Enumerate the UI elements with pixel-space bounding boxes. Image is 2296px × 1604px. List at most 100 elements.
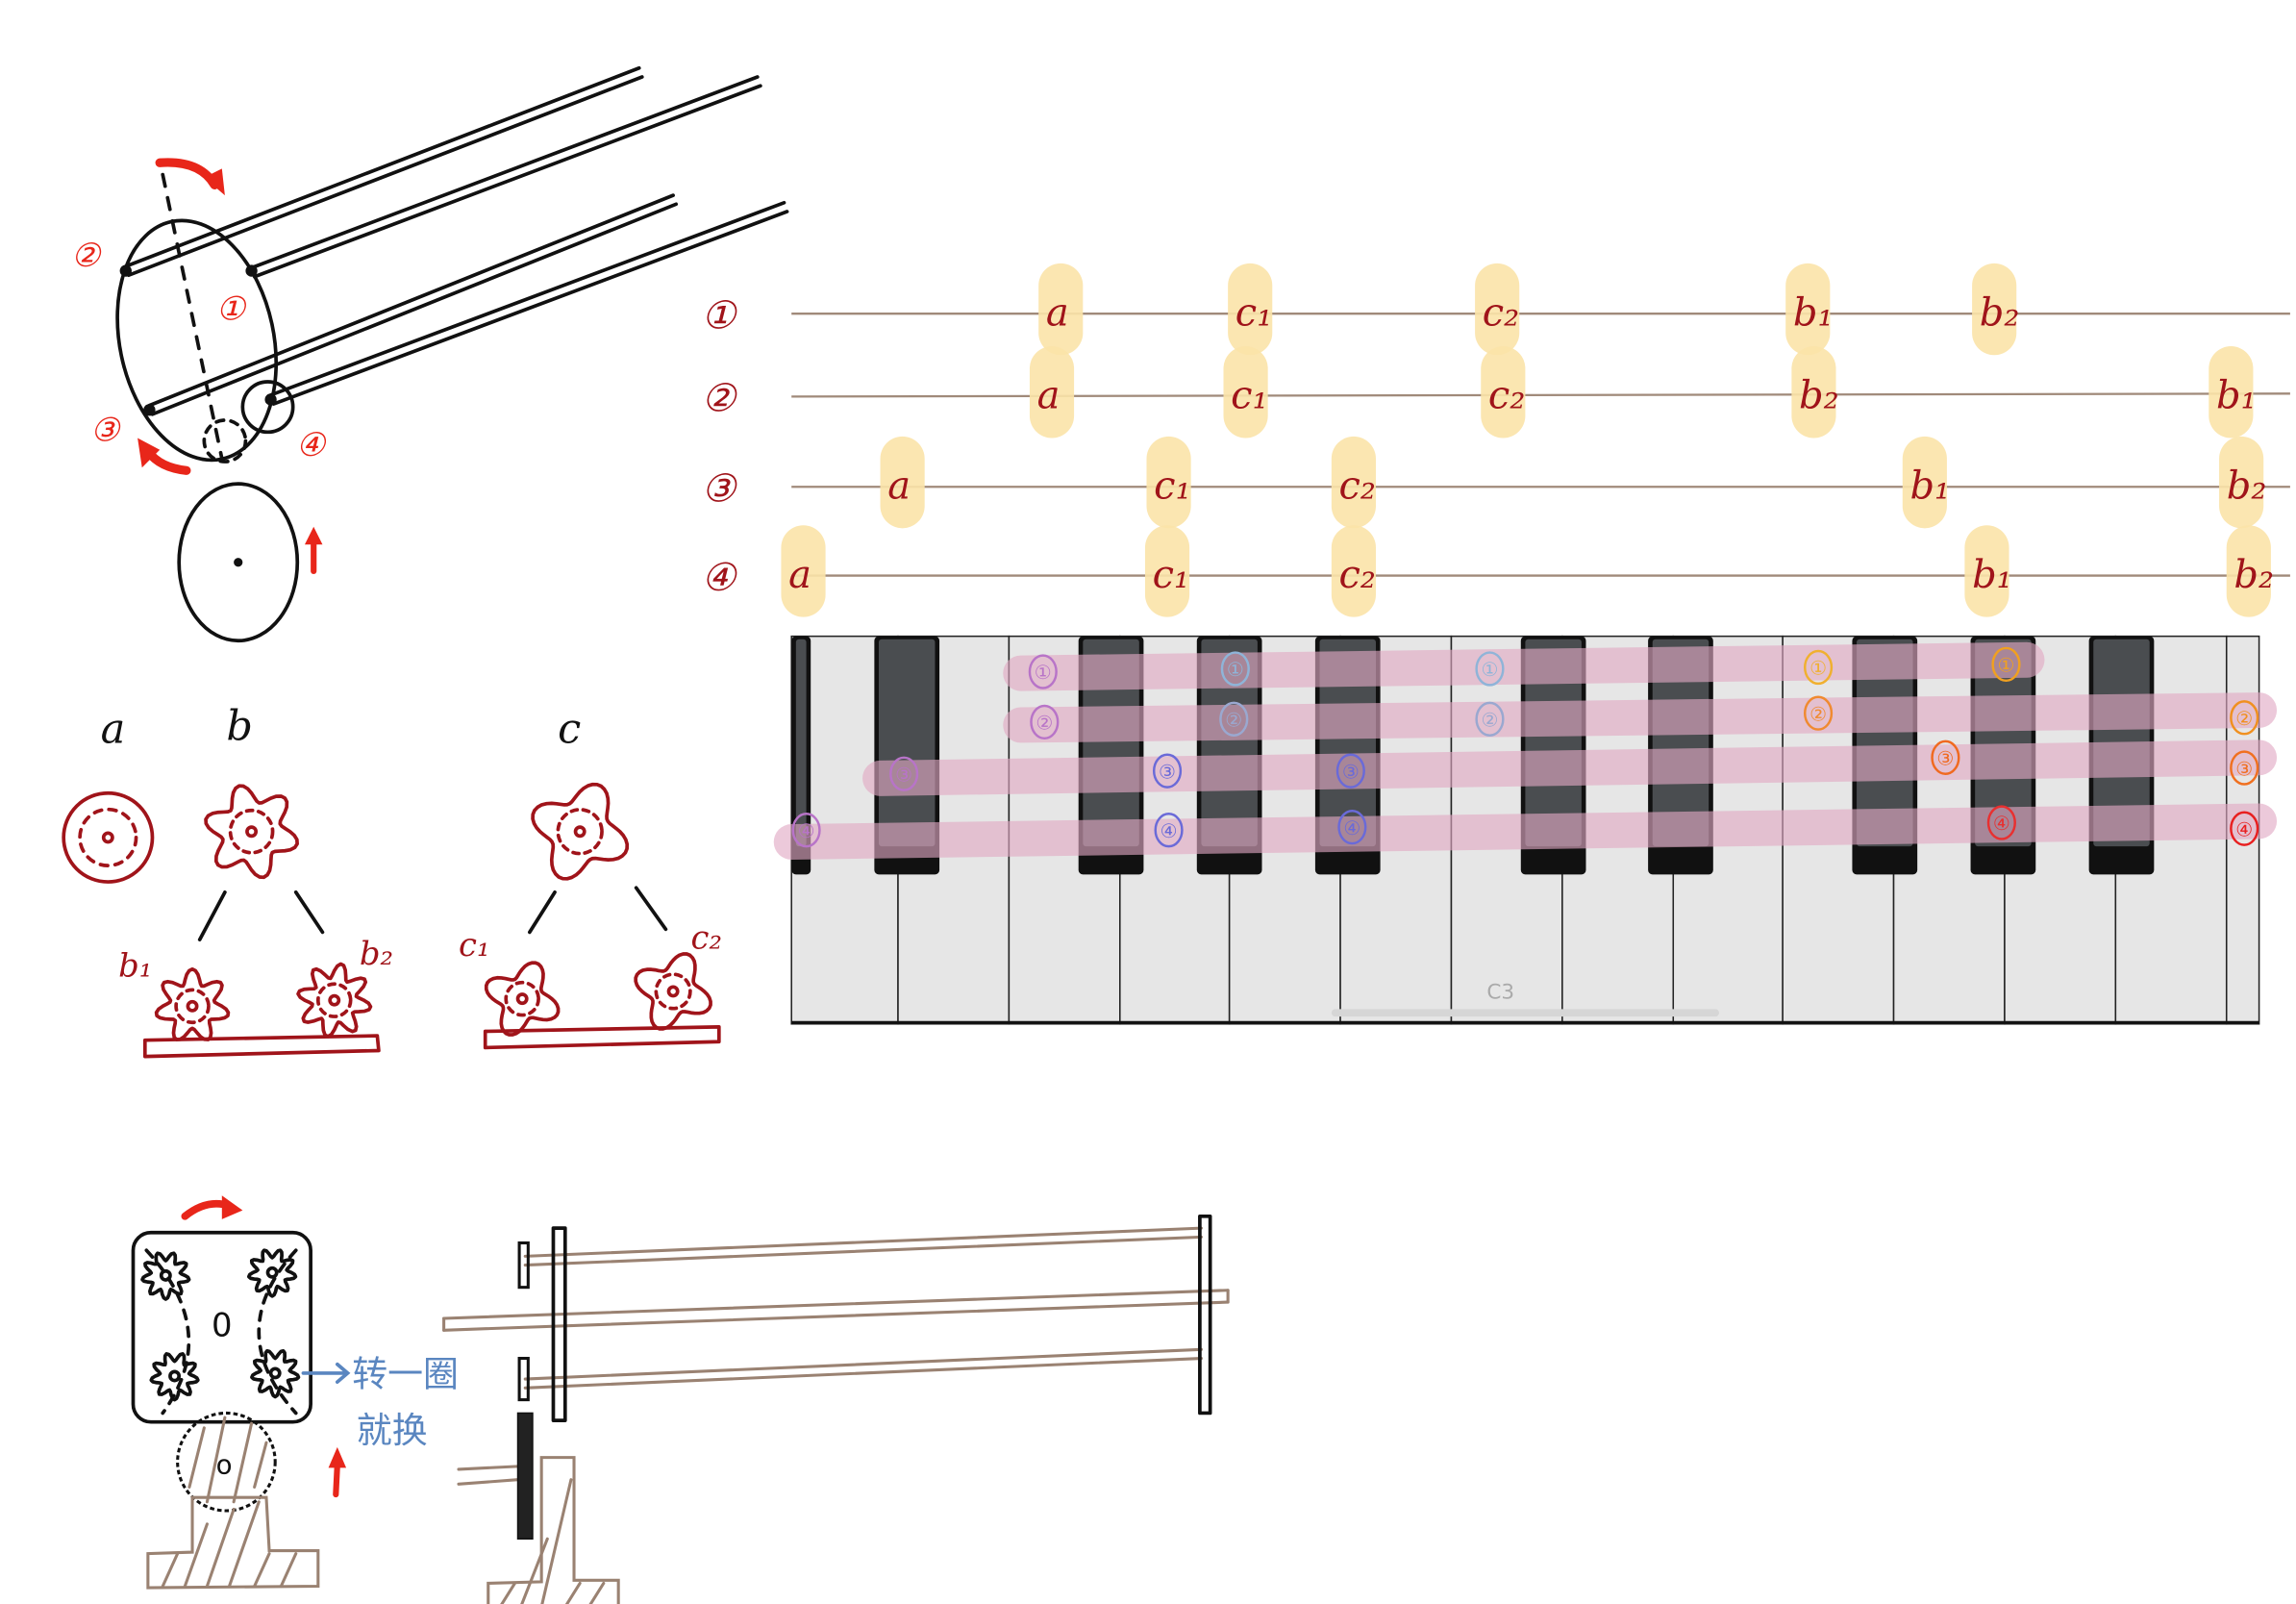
key-marker-number: ④	[1160, 819, 1178, 842]
key-marker	[1931, 739, 1960, 775]
key-marker-number: ④	[798, 819, 815, 842]
note-highlight	[1038, 263, 1084, 356]
key-marker	[791, 813, 821, 848]
note-label: a	[1037, 374, 1061, 418]
note-highlight	[1964, 525, 2009, 617]
staff-row-label: ②	[701, 377, 737, 421]
key-marker	[1475, 701, 1505, 737]
key-marker-number: ①	[1998, 654, 2015, 677]
key-marker-number: ①	[1035, 661, 1052, 684]
key-marker	[1335, 753, 1365, 789]
gear-base-c	[483, 1025, 721, 1050]
gear-type-b-label: b	[226, 702, 253, 750]
note-highlight	[1475, 263, 1520, 356]
string-rods	[442, 1226, 1230, 1486]
key-marker	[1337, 809, 1367, 845]
rotate-arrow-icon	[155, 158, 219, 189]
box-center-hub: 0	[212, 1306, 233, 1343]
gear-c1	[484, 961, 561, 1037]
key-marker-number: ③	[895, 763, 912, 786]
key-marker	[1219, 701, 1249, 737]
note-highlight	[1223, 346, 1268, 439]
note-label: c₂	[1488, 374, 1525, 418]
string-band	[1003, 641, 2045, 691]
box-gear	[250, 1348, 301, 1399]
note-label: c₂	[1339, 553, 1376, 597]
note-highlight	[1791, 346, 1836, 439]
note-label: b₂	[1799, 374, 1839, 418]
note-label: c₁	[1235, 291, 1272, 336]
note-label: a	[1046, 291, 1069, 336]
key-marker	[889, 756, 919, 791]
key-marker-number: ③	[1936, 747, 1954, 770]
key-marker-number: ②	[1809, 702, 1827, 725]
key-marker	[1030, 704, 1060, 740]
key-marker	[1986, 805, 2016, 840]
small-gear-dashed	[202, 418, 248, 464]
staff-row-label: ①	[701, 294, 737, 338]
drum-label-3: ③	[90, 412, 121, 449]
gear-b2	[296, 962, 373, 1039]
gear-c2	[634, 952, 712, 1031]
note-highlight	[781, 525, 826, 617]
gear-c1-label: c₁	[459, 926, 490, 964]
stand-right	[487, 1456, 620, 1604]
note-highlight	[1902, 436, 1947, 529]
gear-types: a b c b₁ b₂ c₁ c₂	[62, 702, 723, 1059]
gear-b	[204, 784, 299, 880]
key-marker	[2230, 750, 2259, 786]
gear-base-b	[142, 1034, 381, 1059]
note-highlight	[1785, 263, 1831, 356]
driver-gear-hub: o	[216, 1449, 233, 1481]
gear-a	[62, 790, 155, 884]
string-band	[1003, 692, 2278, 743]
box-gear	[149, 1352, 200, 1402]
driver-gear	[176, 1411, 277, 1513]
note-highlight	[1146, 436, 1191, 529]
note-turn-one-circle: 转一圈	[352, 1354, 459, 1395]
note-highlight	[1331, 436, 1376, 529]
note-label: b₂	[2234, 553, 2274, 597]
key-marker	[2230, 700, 2259, 736]
drum-label-1: ①	[216, 289, 247, 327]
key-marker	[1152, 753, 1183, 789]
cylinder-sketch: ② ① ③ ④	[71, 65, 789, 643]
staff-line	[791, 392, 2290, 398]
note-label: b₁	[1972, 553, 2012, 597]
gear-c2-label: c₂	[691, 918, 723, 956]
damper-mid	[517, 1356, 530, 1402]
key-marker	[1028, 654, 1058, 689]
key-marker	[1475, 651, 1505, 687]
up-arrow-icon	[333, 1462, 340, 1498]
key-marker-number: ③	[1159, 760, 1176, 783]
back-frame	[1198, 1214, 1212, 1416]
keyboard-scroll-indicator[interactable]	[1331, 1009, 1719, 1017]
key-marker-number: ②	[2235, 707, 2253, 730]
key-marker	[1220, 651, 1250, 687]
key-marker-number: ②	[1036, 712, 1053, 735]
key-marker-number: ③	[1342, 760, 1360, 783]
key-marker-number: ①	[1809, 657, 1827, 680]
gear-b1-label: b₁	[118, 947, 152, 985]
octave-label-c3: C3	[1486, 981, 1514, 1005]
note-label: b₁	[1793, 291, 1834, 336]
note-label: b₂	[2227, 464, 2267, 509]
drive-wheel	[177, 482, 300, 643]
rod-end-circle	[240, 380, 295, 435]
key-marker	[1991, 646, 2021, 683]
damper-top	[517, 1241, 530, 1290]
gear-b2-label: b₂	[360, 935, 393, 972]
key-marker-number: ④	[1343, 816, 1360, 840]
key-marker	[1154, 813, 1184, 848]
key-marker-number: ②	[1225, 709, 1242, 732]
note-label: c₂	[1339, 464, 1376, 509]
key-marker	[1803, 649, 1834, 686]
front-frame	[551, 1226, 567, 1422]
note-label: c₂	[1483, 291, 1519, 336]
note-label: a	[788, 553, 811, 597]
note-highlight	[1972, 263, 2017, 356]
note-label: c₁	[1153, 553, 1189, 597]
note-highlight	[2219, 436, 2264, 529]
note-highlight	[1331, 525, 1376, 617]
